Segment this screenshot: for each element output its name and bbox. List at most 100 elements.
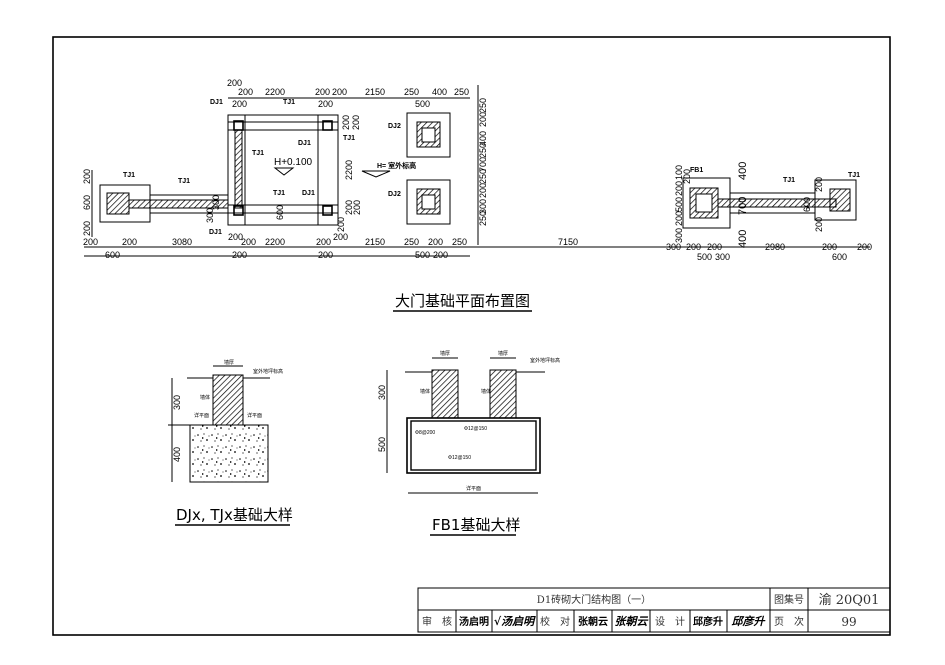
checker-signature: 张朝云	[615, 615, 649, 628]
plan-title: 大门基础平面布置图	[395, 292, 530, 310]
dim-label: 200	[333, 232, 348, 242]
label-wall-body: 墙体	[420, 388, 430, 395]
dim-label: 3080	[172, 237, 192, 247]
label-outdoor-level: 室外地坪标高	[253, 368, 283, 375]
rebar-top: Φ12@150	[464, 426, 487, 432]
atlas-number: 渝 20Q01	[819, 592, 880, 608]
detail-djx-tjx: 300 400 墙厚 室外地坪标高 墙体 详平面 详平面 DJx, TJx基础大…	[168, 359, 293, 526]
dim-label: 2150	[365, 237, 385, 247]
dim-label: 200	[83, 237, 98, 247]
dim-label: 200	[478, 112, 488, 127]
dim-label: 200	[351, 115, 361, 130]
dim-label: 400	[478, 131, 488, 146]
dim-label: 200	[822, 242, 837, 252]
dim-label: 300	[478, 199, 488, 214]
tag-fb1: FB1	[690, 167, 703, 174]
label-see-plan: 详平面	[466, 485, 481, 492]
dim-label: 200	[814, 177, 824, 192]
tag-dj1: DJ1	[210, 99, 223, 106]
dim-label: 400	[172, 447, 182, 462]
column	[322, 205, 333, 216]
dim-label: 500	[697, 252, 712, 262]
dj1-square	[227, 114, 339, 226]
dim-label: 200	[433, 250, 448, 260]
dim-label: 2200	[265, 237, 285, 247]
elevation-inner: H+0.100	[274, 157, 313, 168]
dim-label: 200	[682, 169, 692, 184]
dim-label: 250	[478, 143, 488, 158]
dim-label: 250	[404, 87, 419, 97]
dim-label: 200	[478, 183, 488, 198]
dim-label: 200	[241, 237, 256, 247]
dim-label: 400	[737, 162, 749, 180]
dim-label: 600	[832, 252, 847, 262]
column	[322, 120, 333, 131]
dim-label: 200	[122, 237, 137, 247]
title-block: D1砖砌大门结构图（一） 图集号 渝 20Q01 审 核 汤启明 √汤启明 校 …	[417, 587, 891, 633]
reviewer-signature: √汤启明	[494, 615, 536, 628]
dim-label: 700	[478, 157, 488, 172]
detail-fb1: 300 500 墙厚 墙厚 室外地坪标高 墙体 墙体 Φ8@200 Φ12@15…	[377, 350, 560, 536]
dim-label: 200	[227, 78, 242, 88]
dim-label: 400	[432, 87, 447, 97]
tag-dj1: DJ1	[298, 140, 311, 147]
tag-tj1: TJ1	[783, 177, 795, 184]
dim-label: 300	[715, 252, 730, 262]
dim-label: 200	[336, 217, 346, 232]
dim-label: 500	[415, 99, 430, 109]
dim-label: 500	[415, 250, 430, 260]
atlas-label: 图集号	[774, 593, 804, 606]
dim-label: 200	[344, 200, 354, 215]
dim-label: 600	[105, 250, 120, 260]
dim-label: 200	[318, 250, 333, 260]
elevation-outer: H= 室外标高	[377, 161, 416, 170]
tag-dj2: DJ2	[388, 123, 401, 130]
dj2-footing	[406, 179, 451, 225]
foundation-plan: 200 200 2200 200 200 2150 250 400 250 20…	[82, 78, 872, 312]
dim-label: 500	[377, 437, 387, 452]
label-wall-body: 墙体	[481, 388, 491, 395]
dim-label: 500	[674, 197, 684, 212]
tj1-footing-right	[814, 179, 857, 221]
dim-label: 600	[802, 197, 812, 212]
tag-tj1: TJ1	[178, 178, 190, 185]
dim-label: 200	[674, 211, 684, 226]
dim-label: 250	[478, 211, 488, 226]
check-label: 校 对	[540, 615, 570, 628]
dim-label: 100	[674, 165, 684, 180]
dim-label: 250	[452, 237, 467, 247]
tag-dj1: DJ1	[209, 229, 222, 236]
detail-title: DJx, TJx基础大样	[176, 506, 293, 524]
sheet-border	[52, 36, 891, 636]
dim-label: 2200	[344, 160, 354, 180]
label-see-plan: 详平面	[247, 412, 262, 419]
dim-label: 400	[737, 230, 749, 248]
rebar-bottom: Φ12@150	[448, 455, 471, 461]
label-wall-thickness: 墙厚	[498, 350, 508, 357]
tag-dj2: DJ2	[388, 191, 401, 198]
dim-label: 200	[318, 99, 333, 109]
wall-strip-right	[717, 198, 837, 208]
dim-label: 300	[205, 208, 215, 223]
label-wall-body: 墙体	[200, 394, 210, 401]
tag-tj1: TJ1	[273, 190, 285, 197]
dim-label: 200	[332, 87, 347, 97]
dim-label: 7150	[558, 237, 578, 247]
page-number: 99	[841, 615, 856, 629]
column	[233, 120, 244, 131]
label-see-plan: 详平面	[194, 412, 209, 419]
dim-label: 200	[707, 242, 722, 252]
dim-label: 200	[686, 242, 701, 252]
tag-tj1: TJ1	[848, 172, 860, 179]
dim-label: 200	[857, 242, 872, 252]
dj2-footing	[406, 112, 451, 158]
checker-name: 张朝云	[578, 615, 608, 628]
dim-label: 200	[232, 250, 247, 260]
dim-label: 200	[232, 99, 247, 109]
dim-label: 2980	[765, 242, 785, 252]
page-label: 页 次	[774, 615, 804, 628]
tag-tj1: TJ1	[343, 135, 355, 142]
label-wall-thickness: 墙厚	[440, 350, 450, 357]
designer-name: 邱彦升	[693, 615, 723, 628]
